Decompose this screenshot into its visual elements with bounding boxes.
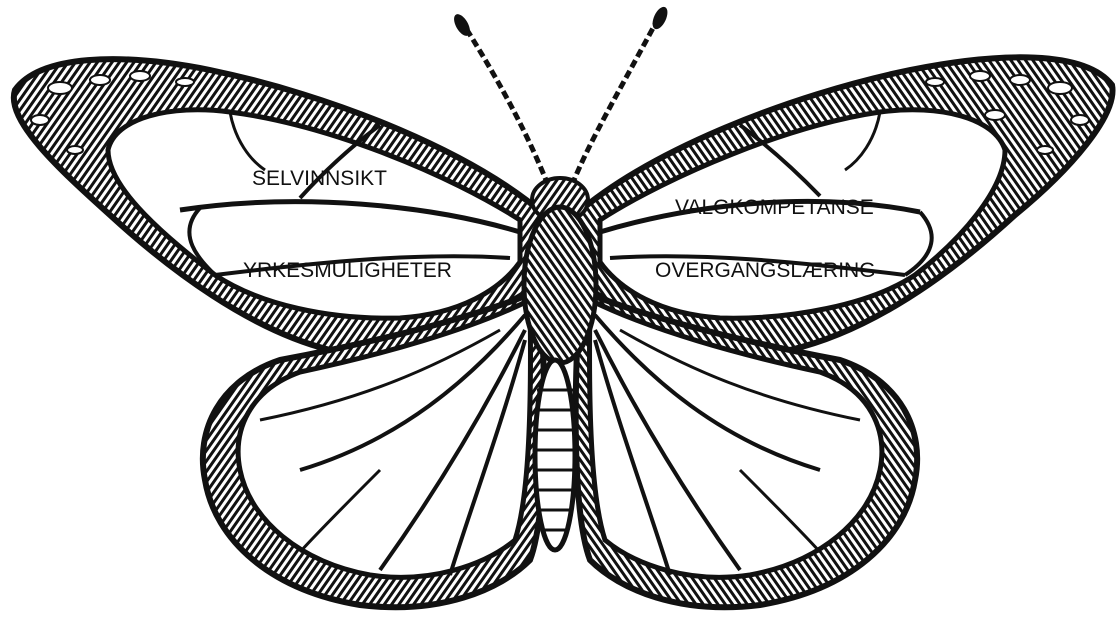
label-selvinnsikt: SELVINNSIKT (252, 168, 387, 189)
left-hindwing (203, 290, 544, 607)
label-overgangslaering: OVERGANGSLÆRING (655, 260, 876, 281)
label-yrkesmuligheter: YRKESMULIGHETER (243, 260, 452, 281)
label-valgkompetanse: VALGKOMPETANSE (675, 197, 874, 218)
left-forewing (14, 59, 545, 353)
right-hindwing (576, 290, 917, 607)
